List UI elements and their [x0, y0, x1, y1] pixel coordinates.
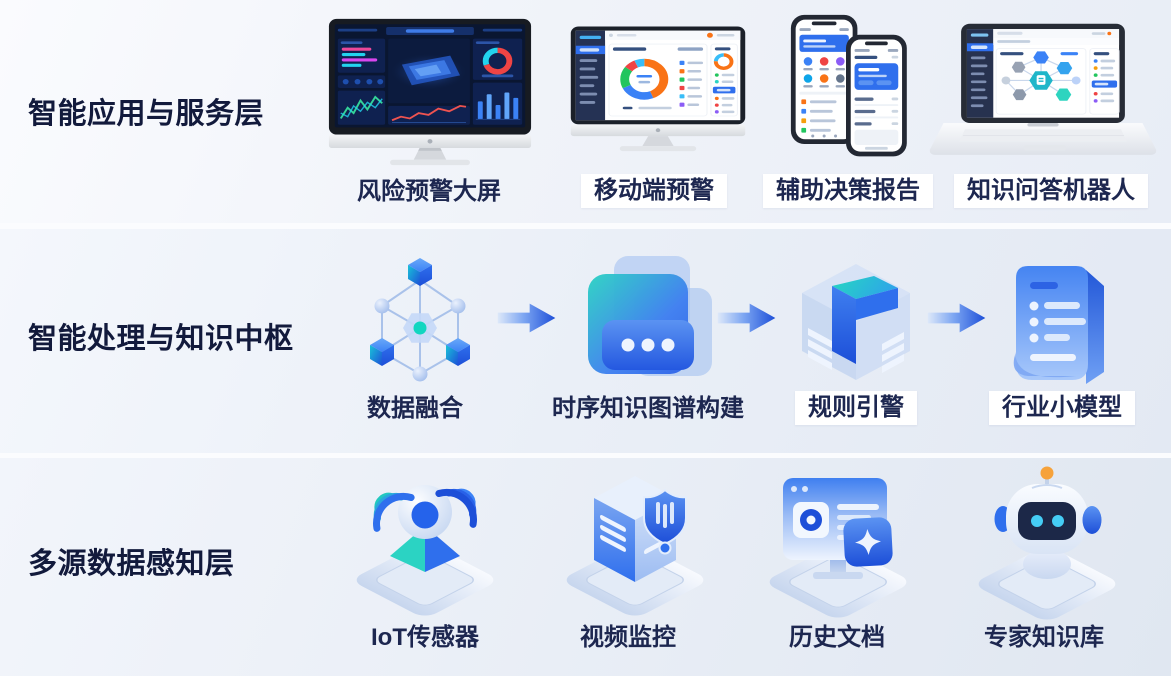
iot-sensor-icon [340, 462, 510, 622]
history-document-browser-icon [753, 462, 923, 622]
decision-report-phones-icon [770, 12, 922, 164]
label-mobile-alert: 移动端预警 [581, 174, 727, 208]
layer-band-processing [0, 229, 1171, 453]
risk-dashboard-monitor-icon [324, 18, 536, 166]
label-iot-sensor: IoT传感器 [371, 624, 479, 651]
flow-arrow-icon [926, 300, 988, 336]
layer-title-perception: 多源数据感知层 [28, 548, 235, 580]
industry-model-document-icon [990, 252, 1130, 392]
label-qa-robot: 知识问答机器人 [954, 174, 1148, 208]
label-decision-report: 辅助决策报告 [763, 174, 933, 208]
video-surveillance-server-icon [550, 462, 720, 622]
layer-title-processing: 智能处理与知识中枢 [28, 323, 294, 355]
label-rule-engine: 规则引警 [795, 391, 917, 425]
rule-engine-cube-icon [786, 252, 926, 392]
temporal-knowledge-graph-icon [578, 252, 718, 392]
layer-title-application: 智能应用与服务层 [28, 98, 265, 130]
data-fusion-network-icon [350, 250, 490, 390]
label-data-fusion: 数据融合 [367, 395, 463, 422]
label-temporal-kg: 时序知识图谱构建 [552, 395, 744, 422]
mobile-alert-monitor-icon [560, 24, 756, 162]
label-risk-dashboard: 风险预警大屏 [357, 178, 501, 205]
qa-robot-laptop-icon [926, 22, 1160, 162]
flow-arrow-icon [496, 300, 558, 336]
expert-knowledge-robot-icon [962, 462, 1132, 622]
label-industry-model: 行业小模型 [989, 391, 1135, 425]
label-video-surveillance: 视频监控 [580, 624, 676, 651]
label-expert-knowledge: 专家知识库 [984, 624, 1104, 651]
label-history-document: 历史文档 [789, 624, 885, 651]
flow-arrow-icon [716, 300, 778, 336]
